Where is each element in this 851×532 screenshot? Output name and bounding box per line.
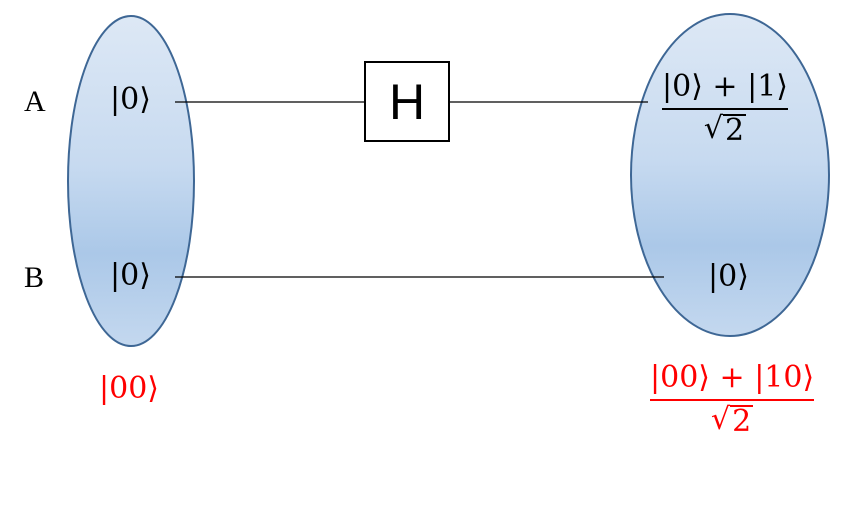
input-ellipse — [67, 15, 195, 347]
gate-label: H — [388, 73, 426, 130]
wire-b-label: B — [24, 261, 45, 294]
output-joint-denominator: √2 — [710, 401, 754, 439]
output-a-numerator: |0⟩ + |1⟩ — [662, 69, 789, 104]
hadamard-gate: H — [364, 61, 450, 142]
output-b-state: |0⟩ — [708, 259, 749, 294]
output-a-fraction-bar — [662, 108, 789, 110]
output-a-denominator: √2 — [703, 110, 747, 148]
sqrt-icon: √ — [703, 111, 724, 146]
output-ellipse — [630, 13, 830, 337]
output-a-sqrt-argument: 2 — [723, 113, 747, 148]
input-joint-state: |00⟩ — [99, 371, 159, 406]
output-joint-fraction-bar — [650, 399, 815, 401]
sqrt-icon: √ — [710, 402, 731, 437]
input-a-state: |0⟩ — [110, 82, 151, 117]
input-b-state: |0⟩ — [110, 258, 151, 293]
wire-a-label: A — [24, 85, 46, 118]
output-a-state: |0⟩ + |1⟩ √2 — [662, 69, 789, 148]
output-joint-numerator: |00⟩ + |10⟩ — [650, 360, 815, 395]
output-joint-sqrt-argument: 2 — [730, 404, 754, 439]
output-joint-state: |00⟩ + |10⟩ √2 — [650, 360, 815, 439]
